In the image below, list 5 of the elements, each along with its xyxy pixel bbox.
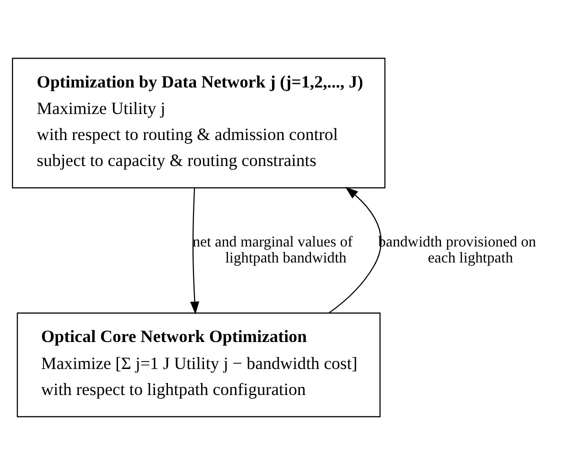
node-box: Optical Core Network Optimization Maximize [Σ j=1 J Utility j − bandwidth cost] with respect to lightpath configuration bbox=[16, 312, 381, 417]
arrow bbox=[190, 187, 200, 314]
node-box: Optimization by Data Network j (j=1,2,..., J) Maximize Utility j with respect to routing & admission control subject to capacity & routing constraints bbox=[12, 57, 386, 188]
edge-label: net and marginal values of lightpath bandwidth bbox=[192, 234, 353, 266]
arrow bbox=[328, 186, 382, 313]
